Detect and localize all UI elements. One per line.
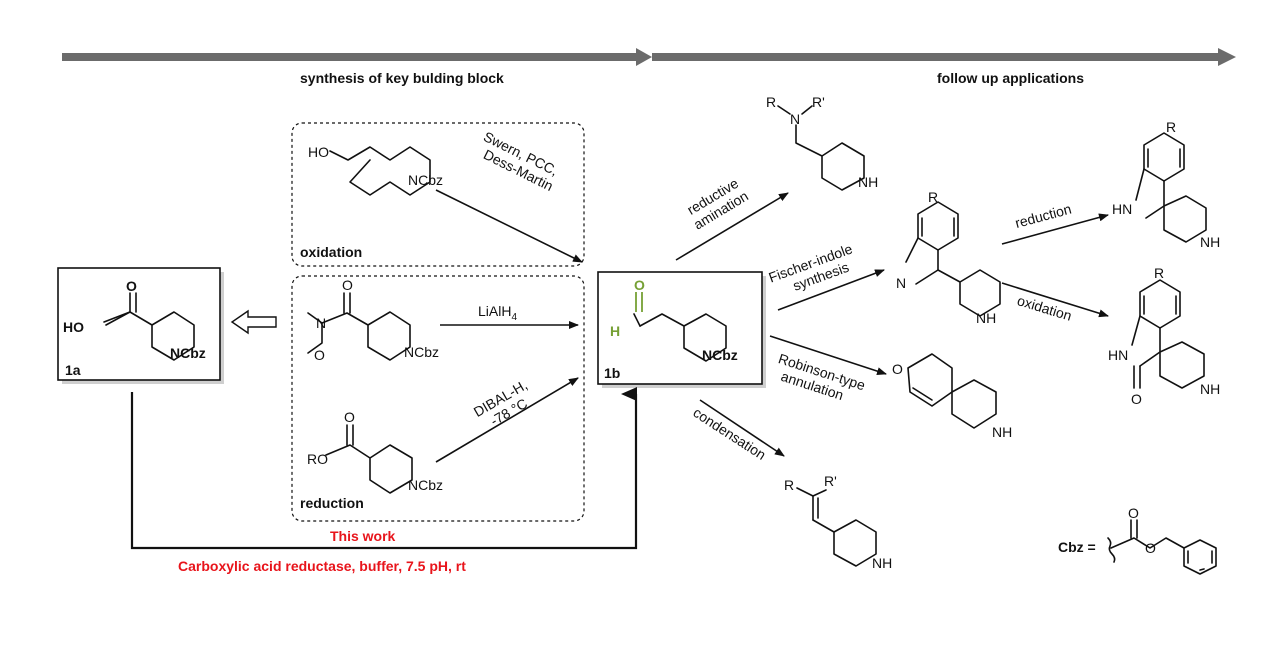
retro-arrow <box>230 309 277 335</box>
indoline-hn: HN <box>1112 201 1132 217</box>
ester-ro: RO <box>307 451 328 467</box>
reduction-box-label: reduction <box>300 495 364 511</box>
car-conditions: Carboxylic acid reductase, buffer, 7.5 p… <box>178 558 466 574</box>
weinreb-n: N <box>316 315 326 331</box>
this-work-label: This work <box>330 528 396 544</box>
cbz-o1: O <box>1128 505 1139 521</box>
oxindole-o: O <box>1131 391 1142 407</box>
robinson-arrow <box>769 335 887 375</box>
amine-r2: R' <box>812 94 825 110</box>
reduction-box: N O O NCbz LiAlH4 RO O NCbz DIBAL-H, -78… <box>291 275 585 522</box>
cbz-label: Cbz = <box>1058 539 1096 555</box>
condensation-label: condensation <box>690 404 769 463</box>
applications-label: follow up applications <box>937 70 1084 86</box>
amine-nh: NH <box>858 174 878 190</box>
indolenine-nh: NH <box>976 310 996 326</box>
alcohol-ho: HO <box>308 144 329 160</box>
indoline-r: R <box>1166 119 1176 135</box>
oxindole-nh: NH <box>1200 381 1220 397</box>
label-1a-id: 1a <box>65 362 81 378</box>
weinreb-ncbz: NCbz <box>404 344 439 360</box>
reductive-amination-arrow <box>675 192 789 261</box>
product-enone: O NH <box>892 353 1012 440</box>
enone-o: O <box>892 361 903 377</box>
ester-o: O <box>344 409 355 425</box>
oxidation-arrow <box>435 189 583 263</box>
product-oxindole: R HN O NH <box>1108 265 1220 407</box>
indoline-nh: NH <box>1200 234 1220 250</box>
alcohol-ncbz: NCbz <box>408 172 443 188</box>
product-alkene: R R' NH <box>784 473 892 571</box>
product-indoline: R HN NH <box>1112 119 1220 250</box>
label-1b-h: H <box>610 323 620 339</box>
reduction-arrow <box>1001 213 1109 245</box>
dibal-arrow <box>435 377 579 463</box>
label-1a-o: O <box>126 278 137 294</box>
label-1b-id: 1b <box>604 365 620 381</box>
indolenine-n: N <box>896 275 906 291</box>
compound-1a: HO O NCbz 1a <box>57 267 224 384</box>
ester-ncbz: NCbz <box>408 477 443 493</box>
amine-r: R <box>766 94 776 110</box>
product-indolenine: R N NH <box>896 189 1001 326</box>
oxidation-box: HO NCbz oxidation Swern, PCC, Dess-Marti… <box>291 122 585 267</box>
amine-n: N <box>790 111 800 127</box>
oxindole-r: R <box>1154 265 1164 281</box>
fischer-arrow <box>777 269 885 311</box>
cbz-o2: O <box>1145 540 1156 556</box>
cbz-legend: Cbz = O O <box>1058 505 1217 575</box>
product-amine: R N R' NH <box>766 94 878 191</box>
oxidation-box-label: oxidation <box>300 244 362 260</box>
weinreb-o: O <box>342 277 353 293</box>
synthesis-label: synthesis of key bulding block <box>300 70 504 86</box>
label-1b-o: O <box>634 277 645 293</box>
alkene-r: R <box>784 477 794 493</box>
weinreb-o2: O <box>314 347 325 363</box>
oxidation-app-arrow <box>1001 282 1109 318</box>
label-1a-ho: HO <box>63 319 84 335</box>
alkene-nh: NH <box>872 555 892 571</box>
label-1a-ncbz: NCbz <box>170 345 206 361</box>
header-arrow-applications <box>652 48 1236 66</box>
enone-nh: NH <box>992 424 1012 440</box>
label-1b-ncbz: NCbz <box>702 347 738 363</box>
this-work-arrow <box>130 387 638 550</box>
indolenine-r: R <box>928 189 938 205</box>
header-arrow-synthesis <box>62 48 652 66</box>
compound-1b: O H NCbz 1b <box>597 271 766 388</box>
oxindole-hn: HN <box>1108 347 1128 363</box>
lialh4-label: LiAlH4 <box>478 303 517 323</box>
condensation-arrow <box>699 399 785 457</box>
alkene-r2: R' <box>824 473 837 489</box>
